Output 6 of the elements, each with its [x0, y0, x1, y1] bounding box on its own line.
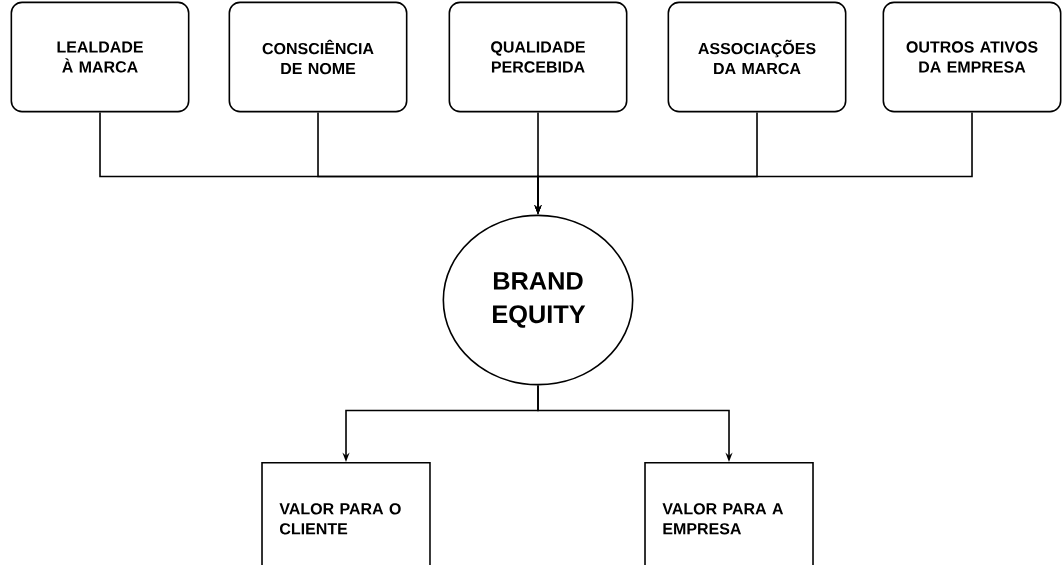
rounded-box: QUALIDADE PERCEBIDA: [448, 1, 628, 113]
rounded-box: ASSOCIAÇÕES DA MARCA: [667, 1, 847, 113]
ellipse-node: BRAND EQUITY: [442, 214, 634, 386]
rounded-box: OUTROS ATIVOS DA EMPRESA: [882, 1, 1062, 113]
rounded-box: LEALDADE À MARCA: [10, 1, 190, 113]
rounded-box: CONSCIÊNCIA DE NOME: [228, 1, 408, 113]
